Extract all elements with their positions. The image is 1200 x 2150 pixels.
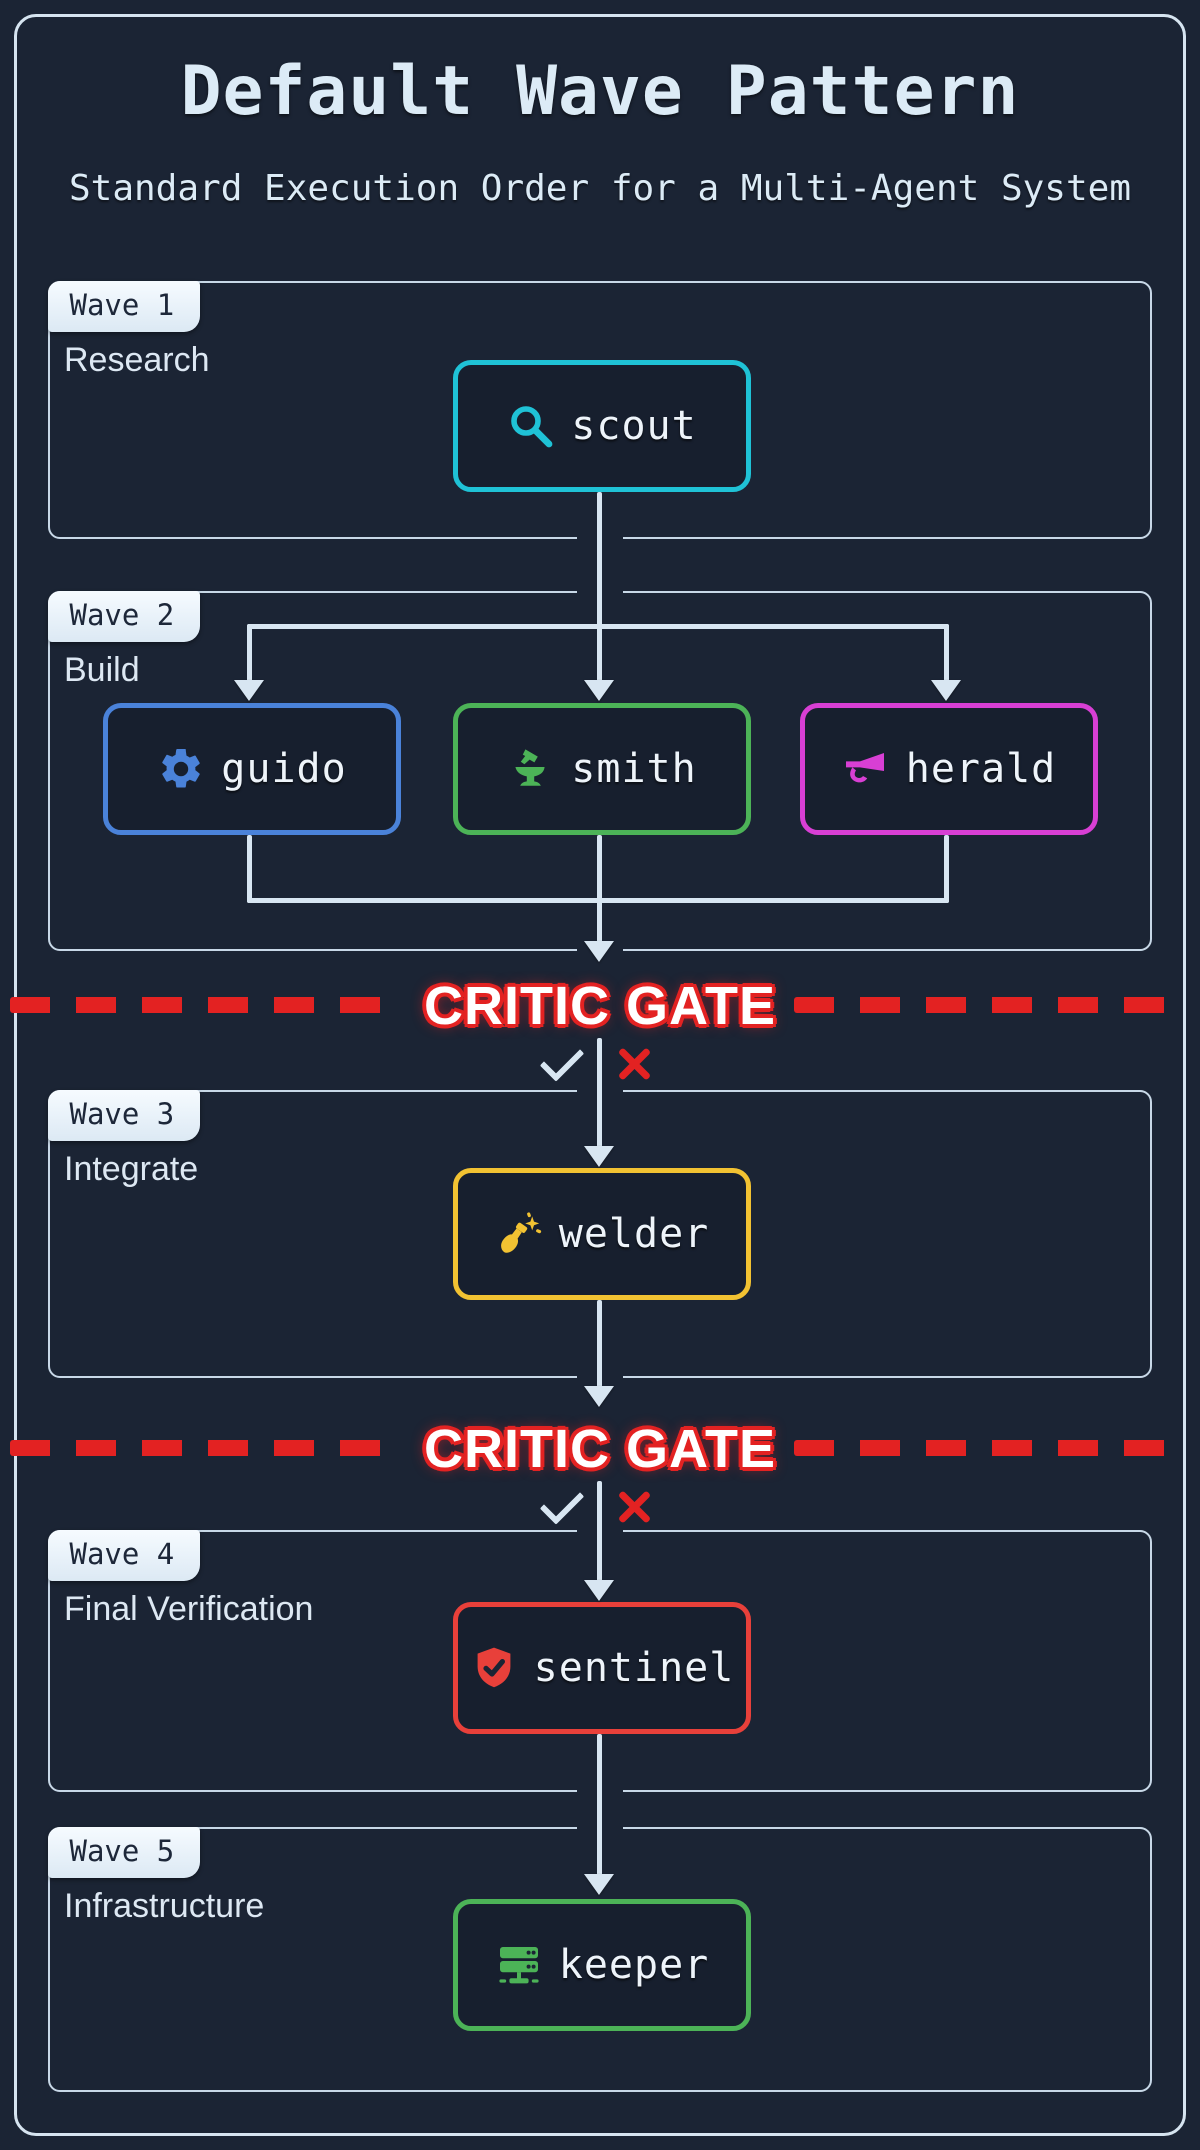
gate-label: CRITIC GATE — [424, 1419, 776, 1479]
arrowhead-down — [584, 1580, 614, 1601]
search-icon — [511, 406, 553, 448]
x-icon — [614, 1044, 654, 1084]
flow-line — [597, 1481, 602, 1583]
wave-4-label: Final Verification — [64, 1590, 314, 1628]
wave-1-label: Research — [64, 341, 210, 379]
gate-dashed-line-right — [794, 1440, 1190, 1456]
wave-5-tab: Wave 5 — [47, 1826, 201, 1878]
server-icon — [499, 1947, 539, 1984]
wave-5-container: Wave 5 Infrastructure keeper — [47, 1826, 1152, 2092]
welding-torch-icon — [500, 1212, 541, 1253]
agent-name: scout — [571, 403, 697, 449]
agent-name: smith — [571, 746, 697, 792]
agent-box-guido: guido — [103, 703, 401, 835]
page-title: Default Wave Pattern — [180, 52, 1020, 131]
arrowhead-down — [234, 680, 264, 701]
flow-line — [597, 1038, 602, 1148]
flow-line — [944, 835, 949, 903]
trumpet-icon — [845, 753, 884, 783]
flow-line — [597, 1300, 602, 1388]
arrowhead-down — [931, 680, 961, 701]
agent-name: welder — [558, 1211, 710, 1257]
arrowhead-down — [584, 680, 614, 701]
agent-box-smith: smith — [453, 703, 751, 835]
agent-name: sentinel — [533, 1645, 735, 1691]
flow-line — [597, 835, 602, 943]
arrowhead-down — [584, 1386, 614, 1407]
wave-1-tab: Wave 1 — [47, 280, 201, 332]
x-icon — [614, 1487, 654, 1527]
flow-line — [597, 624, 602, 682]
flow-line — [247, 835, 252, 903]
shield-check-icon — [477, 1647, 511, 1688]
agent-box-sentinel: sentinel — [453, 1602, 751, 1734]
check-icon — [539, 1480, 585, 1525]
agent-name: guido — [221, 746, 347, 792]
anvil-icon — [515, 749, 545, 786]
wave-3-tab: Wave 3 — [47, 1089, 201, 1141]
page-subtitle: Standard Execution Order for a Multi-Age… — [68, 168, 1132, 209]
arrowhead-down — [584, 941, 614, 962]
wave-3-label: Integrate — [64, 1150, 199, 1188]
agent-name: herald — [905, 746, 1057, 792]
wave-2-tab: Wave 2 — [47, 590, 201, 642]
flow-line — [597, 492, 602, 626]
gate-dashed-line-left — [10, 1440, 406, 1456]
wave-2-label: Build — [64, 651, 140, 689]
agent-box-scout: scout — [453, 360, 751, 492]
gate-label: CRITIC GATE — [424, 976, 776, 1036]
wave-4-container: Wave 4 Final Verification sentinel — [47, 1529, 1152, 1792]
gate-dashed-line-left — [10, 997, 406, 1013]
flow-line — [944, 624, 949, 682]
gear-icon — [162, 748, 200, 788]
check-icon — [539, 1037, 585, 1082]
agent-box-keeper: keeper — [453, 1899, 751, 2031]
flow-line — [597, 1734, 602, 1876]
arrowhead-down — [584, 1146, 614, 1167]
wave-5-label: Infrastructure — [64, 1887, 265, 1925]
wave-2-container: Wave 2 Build guido smith — [47, 590, 1152, 951]
wave-4-tab: Wave 4 — [47, 1529, 201, 1581]
flow-line — [247, 624, 252, 682]
agent-name: keeper — [558, 1942, 710, 1988]
agent-box-herald: herald — [800, 703, 1098, 835]
gate-dashed-line-right — [794, 997, 1190, 1013]
agent-box-welder: welder — [453, 1168, 751, 1300]
arrowhead-down — [584, 1874, 614, 1895]
